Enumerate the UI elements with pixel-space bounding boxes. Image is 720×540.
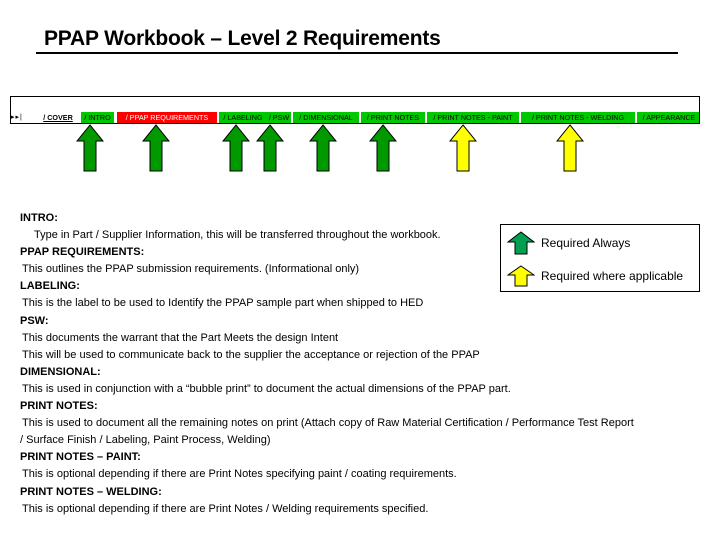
section-labeling-line: This is the label to be used to Identify…: [22, 297, 424, 310]
legend-row-applicable: Required where applicable: [507, 265, 683, 287]
sheet-tab-bar: ▸▸| / COVER/ INTRO/ PPAP REQUIREMENTS/ L…: [10, 96, 700, 124]
section-psw-line: This will be used to communicate back to…: [22, 348, 480, 361]
section-print-notes-line: / Surface Finish / Labeling, Paint Proce…: [20, 434, 271, 447]
green-up-arrow-icon: [369, 124, 397, 172]
sheet-tab-print-notes[interactable]: / PRINT NOTES: [361, 112, 425, 123]
section-print-notes-line: This is used to document all the remaini…: [22, 417, 634, 430]
sheet-tab-appearance[interactable]: / APPEARANCE: [637, 112, 699, 123]
green-up-arrow-icon: [256, 124, 284, 172]
section-psw-heading: PSW:: [20, 314, 49, 327]
green-up-arrow-icon: [76, 124, 104, 172]
yellow-up-arrow-icon: [556, 124, 584, 172]
tab-strip: ▸▸| / COVER/ INTRO/ PPAP REQUIREMENTS/ L…: [11, 112, 699, 123]
legend-row-always: Required Always: [507, 231, 630, 255]
requirements-text: INTRO: Type in Part / Supplier Informati…: [20, 210, 700, 518]
green-up-arrow-icon: [222, 124, 250, 172]
section-intro-line: Type in Part / Supplier Information, thi…: [34, 229, 441, 242]
title-underline: [36, 52, 678, 54]
section-welding-heading: PRINT NOTES – WELDING:: [20, 485, 162, 498]
sheet-tab-intro[interactable]: / INTRO: [81, 112, 114, 123]
section-ppap-line: This outlines the PPAP submission requir…: [22, 263, 360, 276]
sheet-tab-dimensional[interactable]: / DIMENSIONAL: [293, 112, 359, 123]
section-psw-line: This documents the warrant that the Part…: [22, 331, 339, 344]
section-intro-heading: INTRO:: [20, 212, 58, 224]
legend-label-applicable: Required where applicable: [541, 269, 684, 283]
section-dimensional-line: This is used in conjunction with a “bubb…: [22, 382, 511, 395]
sheet-tab-cover[interactable]: / COVER: [37, 112, 79, 123]
section-print-notes-heading: PRINT NOTES:: [20, 400, 98, 413]
green-up-arrow-icon: [309, 124, 337, 172]
legend-box: Required Always Required where applicabl…: [500, 224, 700, 292]
section-welding-line: This is optional depending if there are …: [22, 502, 429, 515]
page-title: PPAP Workbook – Level 2 Requirements: [44, 27, 441, 50]
section-labeling-heading: LABELING:: [20, 280, 80, 293]
sheet-tab-ppap-requirements[interactable]: / PPAP REQUIREMENTS: [117, 112, 217, 123]
section-dimensional-heading: DIMENSIONAL:: [20, 365, 101, 378]
section-paint-heading: PRINT NOTES – PAINT:: [20, 451, 141, 464]
sheet-tab-print-notes-paint[interactable]: / PRINT NOTES - PAINT: [427, 112, 519, 123]
yellow-up-arrow-icon: [449, 124, 477, 172]
tab-scroll-buttons[interactable]: ▸▸|: [11, 114, 23, 121]
sheet-tab-print-notes-welding[interactable]: / PRINT NOTES - WELDING: [521, 112, 635, 123]
sheet-tab-labeling[interactable]: / LABELING: [219, 112, 267, 123]
legend-label-always: Required Always: [541, 236, 631, 250]
section-ppap-heading: PPAP REQUIREMENTS:: [20, 246, 145, 259]
yellow-arrow-icon: [507, 265, 535, 287]
green-arrow-icon: [507, 231, 535, 255]
green-up-arrow-icon: [142, 124, 170, 172]
section-paint-line: This is optional depending if there are …: [22, 468, 457, 481]
sheet-tab-psw[interactable]: / PSW: [267, 112, 291, 123]
